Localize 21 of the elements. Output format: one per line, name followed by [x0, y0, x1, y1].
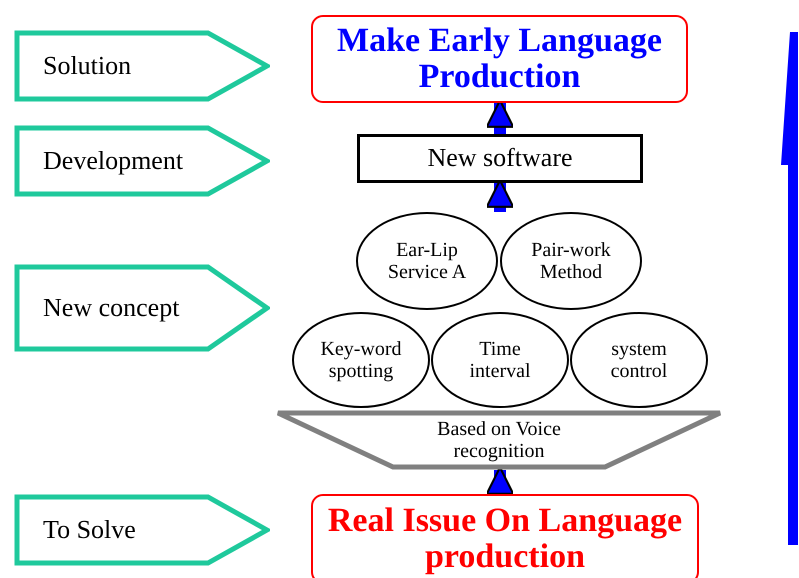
issue-text: Real Issue On Language production — [327, 503, 683, 575]
ellipse-label: Time interval — [468, 338, 532, 382]
trapezoid-base — [275, 410, 723, 470]
box-label: New software — [427, 144, 573, 173]
ellipse-label: Key-word spotting — [319, 338, 403, 382]
ellipse-label: Pair-work Method — [530, 239, 612, 283]
ellipse-label: system control — [610, 338, 668, 382]
tag-label: New concept — [43, 294, 180, 322]
trapezoid-label: Based on Voice recognition — [436, 418, 562, 462]
arrow-tag — [14, 264, 270, 352]
arrow-tag — [14, 30, 270, 102]
issue-box — [311, 494, 699, 578]
ellipse-label: Ear-Lip Service A — [386, 239, 468, 283]
tag-label: Development — [43, 146, 184, 176]
goal-box — [311, 15, 688, 103]
tag-label: To Solve — [43, 516, 136, 544]
arrow-tag — [14, 494, 270, 566]
goal-text: Make Early Language Production — [336, 23, 663, 95]
tag-label: Solution — [43, 52, 132, 80]
arrow-tag — [14, 125, 270, 197]
process-box — [357, 134, 643, 183]
